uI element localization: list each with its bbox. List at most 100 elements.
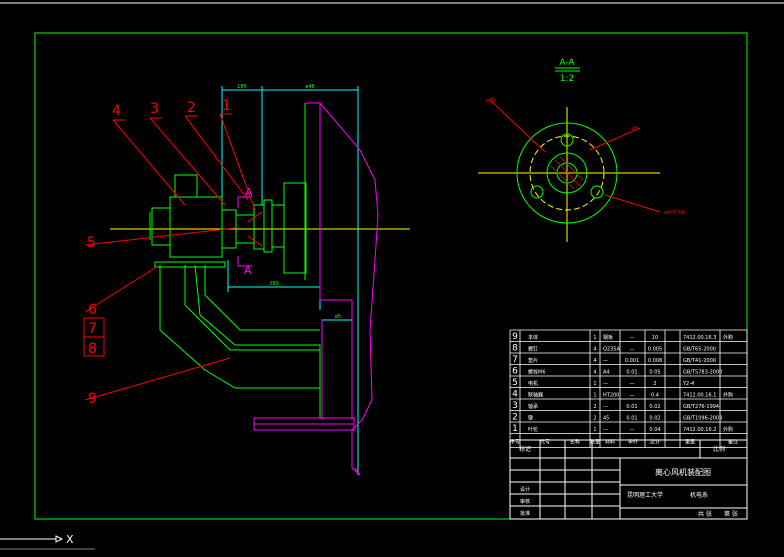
ucs-x-label: X: [66, 533, 74, 546]
bom-cell-note: 外购: [723, 426, 733, 433]
bom-cell-name: 联轴器: [528, 392, 543, 399]
section-label-text: A-A: [559, 58, 575, 68]
bom-cell-name: 叶轮: [528, 426, 538, 433]
bom-cell-std: 7412.00.16.2: [683, 427, 716, 433]
bom-cell-std: 7412.00.16.3: [683, 335, 716, 341]
balloon-8: 8: [88, 341, 97, 357]
bom-cell-w1: —: [630, 335, 635, 341]
bom-header-cell: 数量: [590, 439, 600, 446]
bom-cell-std: GB/T1096-2003: [683, 416, 722, 422]
bom-header-cell: 名称: [570, 439, 580, 446]
bom-cell-name: 螺栓M6: [528, 369, 546, 376]
bom-header-cell: 代号: [540, 439, 550, 446]
bom-cell-std: 7412.00.16.1: [683, 393, 716, 399]
balloon-1: 1: [222, 98, 231, 114]
bom-cell-w2: 0.02: [649, 404, 660, 410]
dim-d1: 185: [237, 84, 247, 90]
title-block: 标记 比例 离心风机装配图 昆明理工大学 机电系 共 张 第 张 设计 审核 批…: [509, 439, 748, 520]
bom-cell-w1: —: [630, 393, 635, 399]
bom-cell-w1: —: [630, 347, 635, 353]
dim-d5: ø70: [486, 98, 495, 104]
motor-end-cap: [151, 207, 171, 246]
ucs-icon: X: [0, 533, 95, 550]
dim-d2: ø48: [305, 84, 314, 90]
bom-cell-qty: 4: [593, 370, 596, 376]
bom-header-cell: 材料: [605, 439, 615, 446]
bom-cell-w1: —: [630, 427, 635, 433]
flange-outer-circle: [516, 122, 618, 224]
bom-cell-std: GB/T41-2000: [683, 358, 716, 364]
bom-cell-w2: 2: [653, 381, 656, 387]
bom-cell-mat: —: [603, 404, 608, 410]
bom-cell-note: 外购: [723, 392, 733, 399]
bom-cell-w2: 0.4: [651, 393, 659, 399]
bom-header-cell: 序号: [510, 439, 520, 446]
bom-cell-w1: 0.001: [625, 358, 639, 364]
bom-cell-no: 4: [512, 390, 518, 400]
balloon-7: 7: [88, 321, 97, 337]
leader-d6: [589, 127, 641, 151]
base-frame: [159, 264, 321, 389]
bom-cell-qty: 1: [593, 381, 596, 387]
leader-d7: [604, 194, 661, 213]
bom-cell-no: 8: [512, 344, 518, 354]
bom-cell-name: 电机: [528, 380, 538, 387]
bom-cell-no: 5: [512, 378, 518, 388]
bom-cell-qty: 2: [593, 416, 596, 422]
title-checker: 审核: [520, 498, 530, 505]
bom-cell-qty: 2: [593, 404, 596, 410]
bom-cell-no: 6: [512, 367, 518, 377]
hub-circle: [546, 152, 588, 194]
main-assembly-view: 185 ø48 280 ø5 A A: [83, 84, 410, 476]
fan-housing: [305, 102, 379, 476]
leader-d5: [489, 99, 546, 153]
bom-cell-qty: 1: [593, 393, 596, 399]
title-sheet: 共 张: [698, 510, 712, 518]
bom-cell-w2: 0.005: [648, 347, 662, 353]
bom-header-cell: 总计: [650, 439, 660, 446]
balloon-2: 2: [187, 100, 196, 116]
balloon-9: 9: [88, 391, 97, 407]
title-approve: 批准: [520, 510, 530, 517]
bom-cell-w2: 0.02: [649, 416, 660, 422]
bom-cell-name: 键: [528, 415, 533, 422]
bom-cell-mat: Q235A: [603, 347, 620, 353]
title-designer: 设计: [520, 486, 530, 493]
bom-cell-name: 本体: [528, 334, 538, 341]
bom-header-cell: 重量: [685, 439, 695, 446]
bom-cell-mat: A4: [603, 370, 610, 376]
bom-cell-w1: 0.01: [626, 370, 637, 376]
bom-cell-mat: —: [603, 381, 608, 387]
balloon-4: 4: [112, 103, 121, 119]
bom-cell-qty: 4: [593, 358, 596, 364]
bom-cell-no: 2: [512, 413, 518, 423]
bom-cell-w2: 0.008: [648, 358, 662, 364]
dim-d3: 280: [269, 281, 279, 287]
bom-cell-qty: 1: [593, 427, 596, 433]
motor-body: [169, 196, 223, 258]
bom-cell-w2: 10: [652, 335, 658, 341]
section-label: A-A 1:2: [555, 58, 580, 84]
bom-cell-w2: 0.05: [649, 370, 660, 376]
bom-cell-mat: 钢板: [603, 334, 613, 341]
impeller-hub: [271, 204, 285, 248]
bom-cell-qty: 4: [593, 347, 596, 353]
balloon-3: 3: [150, 101, 159, 117]
bom-cell-std: GB/T276-1994: [683, 404, 719, 410]
bom-header-cell: 单件: [628, 439, 638, 446]
bom-cell-no: 7: [512, 355, 518, 365]
bom-cell-name: 螺钉: [528, 346, 538, 353]
dim-d7: ø8H7/k6: [664, 210, 685, 216]
section-scale-text: 1:2: [560, 74, 574, 84]
bom-header-cell: 备注: [728, 439, 738, 446]
bom-cell-w1: 0.01: [626, 404, 637, 410]
bom-cell-std: GB/T65-2000: [683, 347, 716, 353]
balloon-5: 5: [87, 235, 96, 251]
bom-cell-name: 垫片: [528, 357, 538, 364]
bom-cell-name: 轴承: [528, 403, 538, 410]
bom-cell-mat: —: [603, 427, 608, 433]
title-mark: 标记: [519, 445, 531, 453]
bom-cell-no: 9: [512, 332, 518, 342]
